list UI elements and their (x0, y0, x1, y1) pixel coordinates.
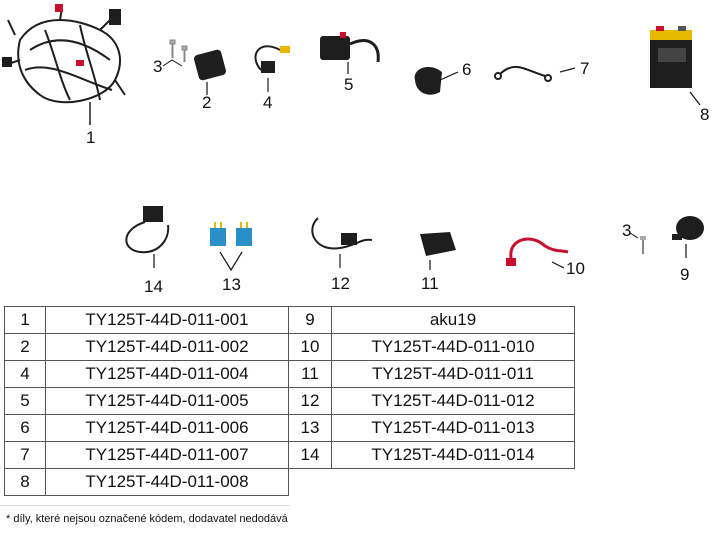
callout-8: 8 (700, 105, 709, 124)
callout-9: 9 (680, 265, 689, 284)
temperature-sensor-illustration (311, 217, 373, 268)
part-number: 8 (4, 468, 46, 496)
callout-6: 6 (462, 60, 471, 79)
switch-illustration (420, 232, 456, 270)
part-code: TY125T-44D-011-007 (45, 441, 289, 469)
ground-cable-illustration (494, 65, 576, 82)
part-number: 7 (4, 441, 46, 469)
part-code: TY125T-44D-011-013 (331, 414, 575, 442)
horn-illustration (672, 216, 704, 258)
callout-10: 10 (566, 259, 585, 278)
part-code: TY125T-44D-011-008 (45, 468, 289, 496)
wiring-harness-illustration (2, 4, 126, 125)
part-number: 5 (4, 387, 46, 415)
part-code: TY125T-44D-011-001 (45, 306, 289, 334)
footnote: * díly, které nejsou označené kódem, dod… (6, 513, 288, 525)
sensor-cable-illustration (254, 45, 290, 92)
part-code: TY125T-44D-011-004 (45, 360, 289, 388)
callout-2: 2 (202, 93, 211, 112)
part-number: 12 (288, 387, 332, 415)
battery-illustration (650, 26, 701, 106)
horn-bolt-illustration (629, 232, 646, 254)
part-number: 11 (288, 360, 332, 388)
callout-1: 1 (86, 128, 95, 147)
callout-4: 4 (263, 93, 272, 112)
footnote-divider (0, 505, 290, 506)
part-number: 10 (288, 333, 332, 361)
part-code: aku19 (331, 306, 575, 334)
part-code: TY125T-44D-011-002 (45, 333, 289, 361)
callout-3b: 3 (622, 221, 631, 240)
control-module-illustration (194, 49, 226, 95)
part-code: TY125T-44D-011-014 (331, 441, 575, 469)
callout-5: 5 (344, 75, 353, 94)
part-number: 13 (288, 414, 332, 442)
part-code: TY125T-44D-011-006 (45, 414, 289, 442)
bolts-illustration (162, 39, 188, 67)
parts-diagram: 1 2 3 4 5 6 7 8 14 13 12 11 10 3 9 (2, 4, 709, 296)
part-code: TY125T-44D-011-011 (331, 360, 575, 388)
speed-sensor-illustration (125, 206, 170, 268)
plug-cap-illustration (414, 66, 459, 95)
part-number: 4 (4, 360, 46, 388)
callout-7: 7 (580, 59, 589, 78)
part-code: TY125T-44D-011-005 (45, 387, 289, 415)
battery-cable-illustration (506, 237, 569, 269)
part-number: 1 (4, 306, 46, 334)
callout-11: 11 (421, 274, 439, 293)
part-number: 6 (4, 414, 46, 442)
part-number: 14 (288, 441, 332, 469)
callout-3: 3 (153, 57, 162, 76)
callout-13: 13 (222, 275, 241, 294)
part-number: 2 (4, 333, 46, 361)
ignition-coil-illustration (320, 32, 380, 74)
callout-12: 12 (331, 274, 350, 293)
callout-14: 14 (144, 277, 163, 296)
part-code: TY125T-44D-011-010 (331, 333, 575, 361)
part-number: 9 (288, 306, 332, 334)
part-code: TY125T-44D-011-012 (331, 387, 575, 415)
relays-illustration (210, 222, 252, 272)
